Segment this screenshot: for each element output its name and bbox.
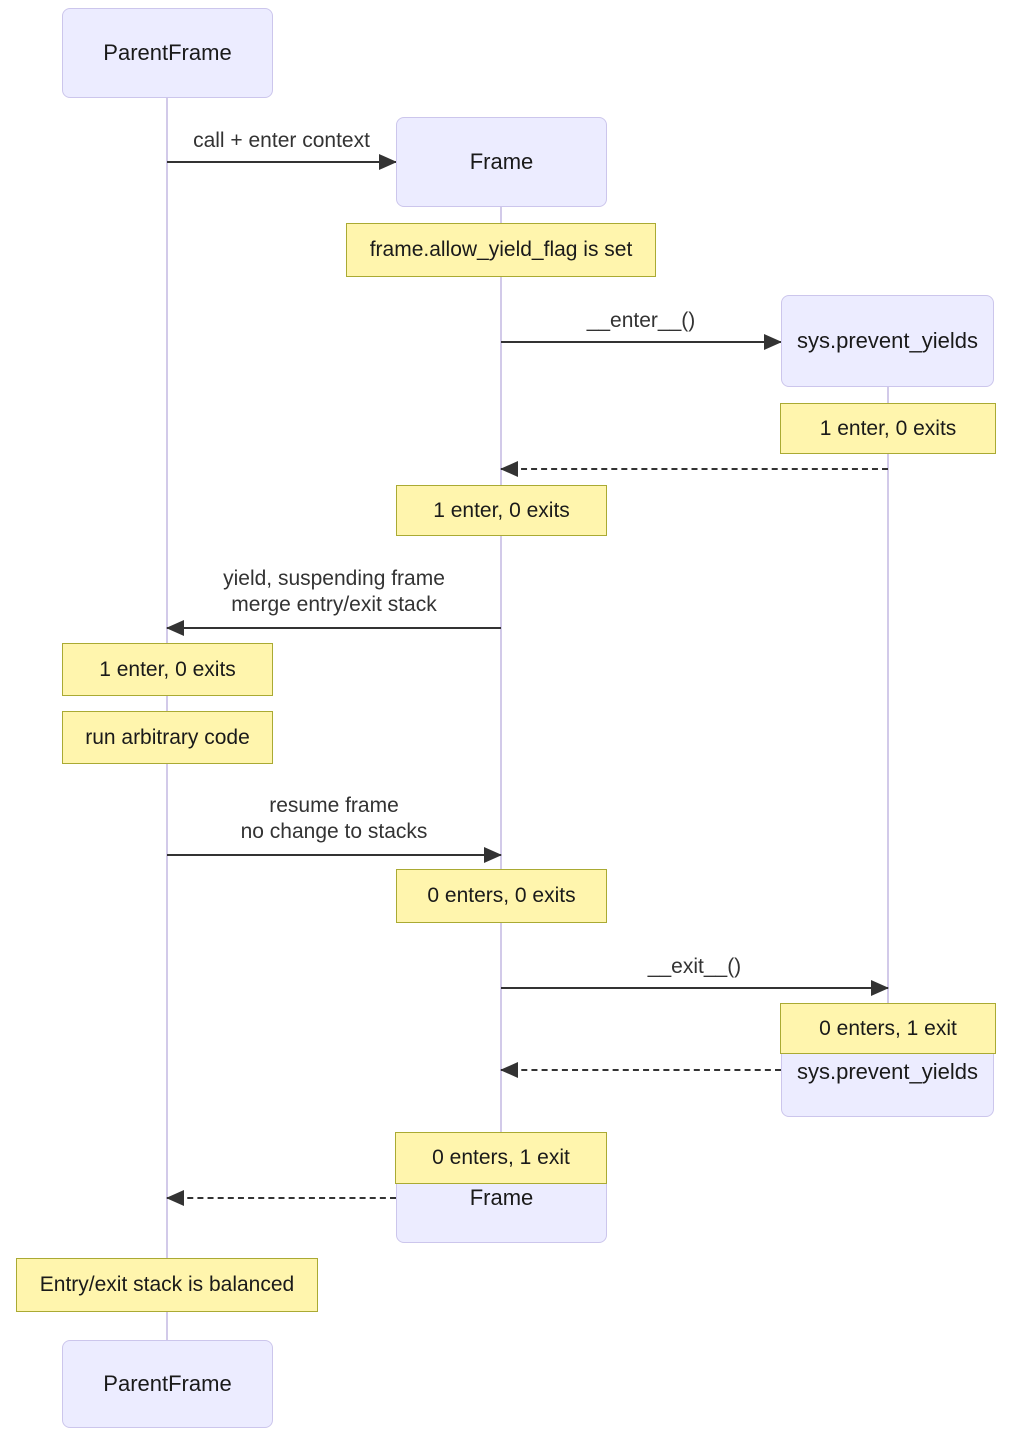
arrow-shaft <box>167 161 396 163</box>
note-balanced: Entry/exit stack is balanced <box>16 1258 318 1312</box>
note-frame-after-resume: 0 enters, 0 exits <box>396 869 607 923</box>
note-frame-after-resume-text: 0 enters, 0 exits <box>427 884 576 907</box>
arrowhead-right-icon <box>379 154 397 170</box>
note-balanced-text: Entry/exit stack is balanced <box>39 1273 295 1296</box>
arrow-enter <box>501 334 782 350</box>
note-frame-after-enter: 1 enter, 0 exits <box>396 485 607 536</box>
actor-sys-prevent-yields-label: sys.prevent_yields <box>797 328 978 353</box>
arrow-shaft <box>167 627 501 629</box>
actor-frame-label: Frame <box>469 149 534 174</box>
message-label-resume: resume frame no change to stacks <box>167 793 501 845</box>
lifeline-frame <box>500 207 502 1155</box>
note-sys-after-exit-text: 0 enters, 1 exit <box>819 1016 957 1040</box>
note-run-arbitrary-code: run arbitrary code <box>62 711 273 764</box>
arrow-resume <box>167 847 502 863</box>
message-label-call-enter-context: call + enter context <box>193 129 370 152</box>
arrow-shaft-dashed <box>167 1197 396 1199</box>
arrowhead-right-icon <box>871 980 889 996</box>
lifeline-sys-prevent-yields <box>887 385 889 1030</box>
note-frame-after-exit: 0 enters, 1 exit <box>395 1132 607 1184</box>
arrow-shaft <box>501 341 781 343</box>
arrowhead-left-icon <box>166 1190 184 1206</box>
arrow-yield-suspend <box>166 620 501 636</box>
actor-sys-prevent-yields-top: sys.prevent_yields <box>781 295 994 387</box>
actor-frame-label-bottom: Frame <box>469 1185 534 1210</box>
arrow-call-enter-context <box>167 154 397 170</box>
message-label-yield-suspend: yield, suspending frame merge entry/exit … <box>167 566 501 618</box>
note-frame-after-enter-text: 1 enter, 0 exits <box>433 498 570 522</box>
arrow-exit <box>501 980 889 996</box>
note-parent-after-yield: 1 enter, 0 exits <box>62 643 273 696</box>
message-label-resume-line2: no change to stacks <box>240 820 428 843</box>
note-allow-yield-flag: frame.allow_yield_flag is set <box>346 223 656 277</box>
arrow-shaft <box>167 854 501 856</box>
arrowhead-right-icon <box>764 334 782 350</box>
arrow-return-exit <box>500 1062 781 1078</box>
note-sys-after-enter-text: 1 enter, 0 exits <box>819 416 957 440</box>
actor-parentframe-top: ParentFrame <box>62 8 273 98</box>
note-sys-after-exit: 0 enters, 1 exit <box>780 1003 996 1054</box>
actor-sys-prevent-yields-label-bottom: sys.prevent_yields <box>797 1059 978 1084</box>
message-label-exit: __exit__() <box>647 955 742 978</box>
arrowhead-left-icon <box>166 620 184 636</box>
message-label-resume-line1: resume frame <box>269 794 399 817</box>
note-parent-after-yield-text: 1 enter, 0 exits <box>99 657 236 681</box>
arrow-shaft-dashed <box>501 468 888 470</box>
arrowhead-left-icon <box>500 461 518 477</box>
message-label-yield-line1: yield, suspending frame <box>223 567 445 590</box>
message-label-enter: __enter__() <box>586 309 696 332</box>
actor-parentframe-label-bottom: ParentFrame <box>103 1371 232 1396</box>
actor-parentframe-bottom: ParentFrame <box>62 1340 273 1428</box>
arrow-shaft-dashed <box>501 1069 781 1071</box>
arrowhead-left-icon <box>500 1062 518 1078</box>
arrow-return-frame <box>166 1190 396 1206</box>
arrowhead-right-icon <box>484 847 502 863</box>
note-run-arbitrary-code-text: run arbitrary code <box>85 725 250 749</box>
message-label-yield-line2: merge entry/exit stack <box>231 593 437 616</box>
actor-frame-top: Frame <box>396 117 607 207</box>
arrow-return-enter <box>500 461 888 477</box>
arrow-shaft <box>501 987 888 989</box>
note-allow-yield-flag-text: frame.allow_yield_flag is set <box>369 238 633 261</box>
note-frame-after-exit-text: 0 enters, 1 exit <box>432 1146 570 1169</box>
actor-parentframe-label: ParentFrame <box>103 40 232 65</box>
note-sys-after-enter: 1 enter, 0 exits <box>780 403 996 454</box>
